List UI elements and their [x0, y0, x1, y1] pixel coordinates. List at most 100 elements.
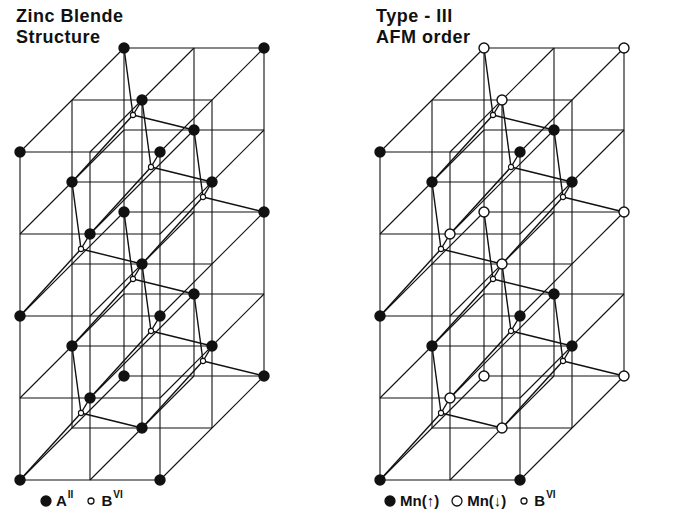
bond-line — [432, 182, 441, 249]
anion-atom — [508, 328, 513, 333]
cation-atom — [619, 207, 629, 217]
bond-line — [72, 279, 133, 346]
heading-text: Type - III AFM order — [376, 6, 471, 47]
cation-atom — [549, 289, 559, 299]
cation-atom — [189, 289, 199, 299]
legend-symbol — [85, 495, 97, 507]
cation-atom — [85, 393, 95, 403]
bond-line — [380, 249, 441, 316]
bond-line — [563, 361, 624, 376]
bond-line — [502, 100, 511, 167]
cation-atom — [207, 341, 217, 351]
bond-line — [450, 167, 511, 234]
bond-line — [432, 115, 493, 182]
anion-atom — [438, 246, 443, 251]
anion-atom — [148, 328, 153, 333]
cation-atom — [567, 341, 577, 351]
cation-atom — [259, 207, 269, 217]
cation-atom — [479, 371, 489, 381]
cation-atom — [207, 177, 217, 187]
figure-heading: Zinc Blende Structure — [16, 6, 146, 48]
anion-atom — [130, 276, 135, 281]
anion-atom — [560, 194, 565, 199]
valence-superscript: VI — [113, 490, 122, 500]
cation-atom — [567, 177, 577, 187]
bond-line — [484, 212, 493, 279]
cation-atom — [85, 229, 95, 239]
cation-atom — [137, 259, 147, 269]
bond-line — [432, 279, 493, 346]
anion-atom — [490, 112, 495, 117]
legend-item: Mn(↓) — [451, 492, 506, 510]
atom-symbol — [88, 498, 94, 504]
legend-item: BVI — [518, 492, 555, 510]
legend-item: Mn(↑) — [384, 492, 439, 510]
cell-edge — [431, 100, 432, 428]
anion-atom — [78, 246, 83, 251]
legend-text: B — [101, 492, 112, 510]
bond-line — [502, 197, 563, 264]
bond-line — [441, 413, 502, 428]
bond-line — [81, 249, 142, 264]
bond-line — [554, 294, 563, 361]
cation-atom — [549, 125, 559, 135]
cation-atom — [119, 43, 129, 53]
anion-atom — [200, 358, 205, 363]
atom-symbol — [452, 496, 462, 506]
bond-line — [563, 197, 624, 212]
cation-atom — [259, 43, 269, 53]
figure-heading: Type - III AFM order — [376, 6, 488, 48]
bond-line — [194, 294, 203, 361]
cation-atom — [137, 423, 147, 433]
bond-line — [124, 48, 133, 115]
anion-atom — [78, 410, 83, 415]
cation-atom — [375, 311, 385, 321]
bond-line — [142, 100, 151, 167]
cation-atom — [497, 259, 507, 269]
cell-edge — [89, 152, 90, 480]
cell-edge — [71, 100, 72, 428]
cation-atom — [479, 207, 489, 217]
bond-line — [450, 331, 511, 398]
cation-atom — [15, 475, 25, 485]
bond-line — [20, 413, 81, 480]
bond-line — [493, 279, 554, 294]
legend-symbol — [518, 495, 530, 507]
bond-line — [133, 115, 194, 130]
bond-line — [133, 279, 194, 294]
legend: Mn(↑) Mn(↓) BVI — [384, 492, 568, 510]
legend-text: Mn(↓) — [467, 492, 506, 510]
bond-line — [81, 413, 142, 428]
cation-atom — [67, 341, 77, 351]
cation-atom — [427, 177, 437, 187]
cation-atom — [259, 371, 269, 381]
bond-line — [142, 197, 203, 264]
legend-item: BVI — [85, 492, 122, 510]
cation-atom — [445, 229, 455, 239]
bond-line — [203, 197, 264, 212]
cell-edge — [211, 100, 212, 428]
cation-atom — [619, 43, 629, 53]
bond-line — [493, 115, 554, 130]
anion-atom — [200, 194, 205, 199]
bond-line — [511, 167, 572, 182]
valence-superscript: VI — [546, 490, 555, 500]
cation-atom — [515, 475, 525, 485]
cation-atom — [155, 475, 165, 485]
atom-symbol — [385, 496, 395, 506]
legend: AIIBVI — [40, 492, 135, 510]
cation-atom — [479, 43, 489, 53]
cation-atom — [119, 371, 129, 381]
bond-line — [142, 264, 151, 331]
anion-atom — [438, 410, 443, 415]
heading-text: Zinc Blende Structure — [16, 6, 124, 47]
cation-atom — [119, 207, 129, 217]
bond-line — [151, 167, 212, 182]
cation-atom — [155, 147, 165, 157]
legend-text: Mn(↑) — [400, 492, 439, 510]
anion-atom — [508, 164, 513, 169]
cell-edge — [553, 48, 554, 376]
bond-line — [554, 130, 563, 197]
atom-symbol — [41, 496, 51, 506]
cation-atom — [15, 311, 25, 321]
